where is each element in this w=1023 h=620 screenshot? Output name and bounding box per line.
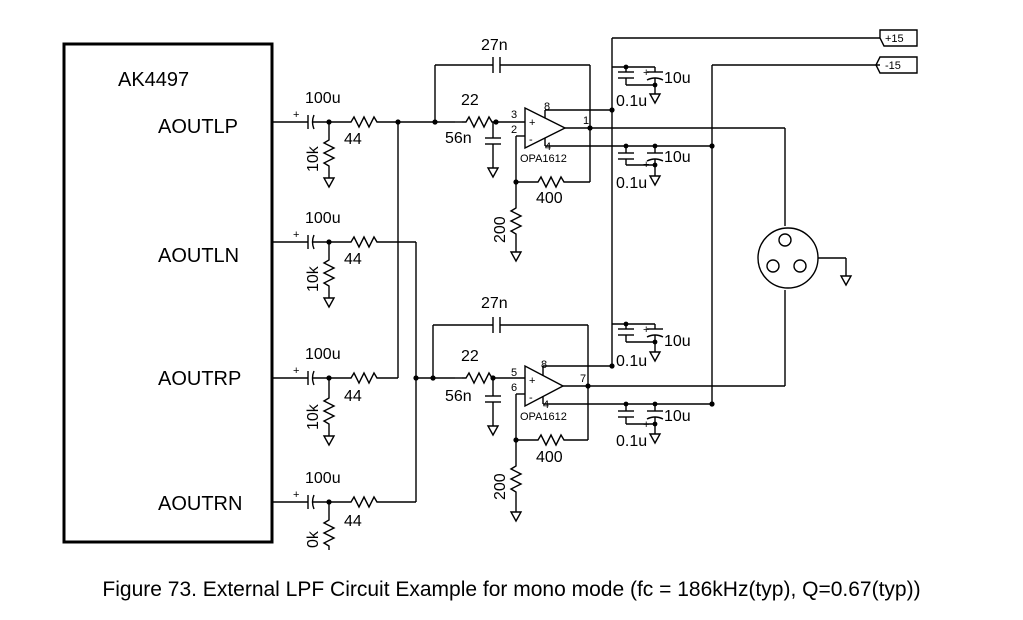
small-cap-2: 0.1u	[616, 175, 647, 192]
bulk-cap-2: 10u	[664, 149, 691, 166]
svg-text:+: +	[643, 67, 649, 79]
shunt-res-rn: 0k	[305, 530, 322, 548]
svg-text:+: +	[529, 375, 535, 387]
shunt-cap-top: 56n	[445, 130, 472, 147]
pin-out-bottom: 7	[580, 373, 586, 385]
input-stage-ln: + 100u 44 10k	[272, 210, 416, 308]
pin-vpos-bottom: 8	[541, 359, 547, 371]
cap-ln: 100u	[305, 210, 341, 227]
chip-name: AK4497	[118, 69, 189, 91]
bulk-cap-4: 10u	[664, 408, 691, 425]
bulk-cap-1: 10u	[664, 70, 691, 87]
series-res-rn: 44	[344, 513, 362, 530]
rail-positive: +15	[885, 33, 904, 45]
figure-caption: Figure 73. External LPF Circuit Example …	[102, 578, 921, 601]
cap-rp: 100u	[305, 346, 341, 363]
ground-res-top: 200	[492, 216, 509, 243]
svg-text:+: +	[643, 324, 649, 336]
input-res-bottom: 22	[461, 348, 479, 365]
opamp-bottom: OPA1612	[520, 411, 567, 423]
decoupling-bottom-pos: + 10u 0.1u	[612, 321, 691, 370]
pin-vpos-top: 8	[544, 101, 550, 113]
shunt-cap-bottom: 56n	[445, 388, 472, 405]
series-res-lp: 44	[344, 131, 362, 148]
gain-res-top: 400	[536, 190, 563, 207]
gain-res-bottom: 400	[536, 449, 563, 466]
feedback-cap-top: 27n	[481, 37, 508, 54]
input-stage-lp: + 100u 44 10k	[272, 90, 398, 188]
input-res-top: 22	[461, 92, 479, 109]
input-stage-rn: + 100u 44 0k	[272, 470, 416, 551]
rail-negative: -15	[885, 60, 901, 72]
bulk-cap-3: 10u	[664, 333, 691, 350]
svg-text:+: +	[293, 365, 299, 377]
svg-text:-: -	[529, 134, 533, 146]
series-res-rp: 44	[344, 388, 362, 405]
schematic: AK4497 AOUTLP AOUTLN AOUTRP AOUTRN + 100…	[62, 29, 918, 551]
supply-rails: +15 -15	[609, 29, 918, 407]
summing-wires	[395, 119, 455, 502]
svg-text:+: +	[529, 117, 535, 129]
filter-bottom: 27n 22 56n + - 5 6 8 4 7 OPA1612 400	[430, 295, 785, 522]
xlr-connector	[757, 128, 852, 386]
pin-inplus-bottom: 5	[511, 367, 517, 379]
pin-aoutrp: AOUTRP	[158, 368, 241, 390]
svg-text:+: +	[643, 419, 649, 431]
pin-inminus-bottom: 6	[511, 382, 517, 394]
cap-rn: 100u	[305, 470, 341, 487]
opamp-top: OPA1612	[520, 153, 567, 165]
ak4497-chip	[62, 42, 274, 544]
pin-inplus-top: 3	[511, 109, 517, 121]
pin-out-top: 1	[583, 115, 589, 127]
svg-text:+: +	[293, 109, 299, 121]
pin-vneg-top: 4	[545, 141, 551, 153]
pin-inminus-top: 2	[511, 124, 517, 136]
small-cap-1: 0.1u	[616, 93, 647, 110]
feedback-cap-bottom: 27n	[481, 295, 508, 312]
svg-text:-: -	[529, 392, 533, 404]
svg-text:+: +	[293, 229, 299, 241]
cap-lp: 100u	[305, 90, 341, 107]
shunt-res-rp: 10k	[305, 403, 322, 430]
svg-text:+: +	[293, 489, 299, 501]
filter-top: 27n 22 56n + - 3 2 8 4 1 OPA1612	[432, 37, 785, 262]
decoupling-top-pos: + 10u 0.1u	[612, 64, 691, 110]
pin-aoutln: AOUTLN	[158, 245, 239, 267]
decoupling-top-neg: + 10u 0.1u	[616, 143, 691, 192]
decoupling-bottom-neg: + 10u 0.1u	[616, 401, 691, 450]
shunt-res-ln: 10k	[305, 265, 322, 292]
small-cap-3: 0.1u	[616, 353, 647, 370]
series-res-ln: 44	[344, 251, 362, 268]
small-cap-4: 0.1u	[616, 433, 647, 450]
shunt-res-lp: 10k	[305, 145, 322, 172]
ground-res-bottom: 200	[492, 473, 509, 500]
pin-vneg-bottom: 4	[543, 399, 549, 411]
pin-aoutrn: AOUTRN	[158, 493, 242, 515]
input-stage-rp: + 100u 44 10k	[272, 346, 398, 446]
pin-aoutlp: AOUTLP	[158, 116, 238, 138]
